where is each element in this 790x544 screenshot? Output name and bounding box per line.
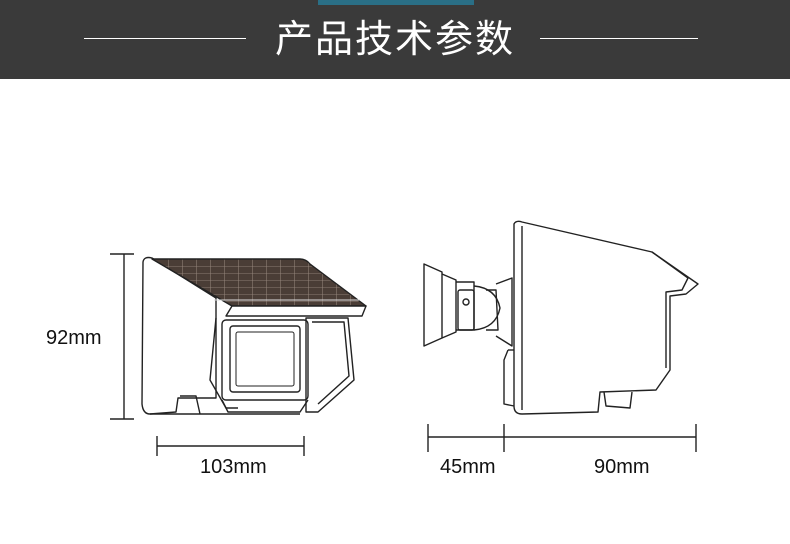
- front-housing: [141, 256, 217, 415]
- depth-dimension-line: [427, 424, 697, 452]
- mounting-bracket: [423, 263, 443, 347]
- header-banner: 产品技术参数: [0, 0, 790, 79]
- width-dimension-line: [156, 436, 305, 456]
- page-title: 产品技术参数: [274, 17, 515, 61]
- side-view: [423, 220, 699, 452]
- solar-panel: [151, 258, 367, 307]
- front-view: [110, 253, 367, 456]
- width-label: 103mm: [200, 456, 267, 478]
- sensor-lens-frame: [221, 319, 309, 401]
- side-housing: [513, 220, 699, 415]
- height-label: 92mm: [46, 327, 102, 349]
- header-rule-right: [540, 38, 698, 39]
- header-accent-bar: [318, 0, 474, 5]
- front-right-wing: [305, 317, 355, 413]
- bracket-depth-label: 45mm: [440, 456, 496, 478]
- body-depth-label: 90mm: [594, 456, 650, 478]
- height-dimension-line: [110, 253, 134, 420]
- bracket-hinge: [457, 289, 475, 331]
- header-rule-left: [84, 38, 246, 39]
